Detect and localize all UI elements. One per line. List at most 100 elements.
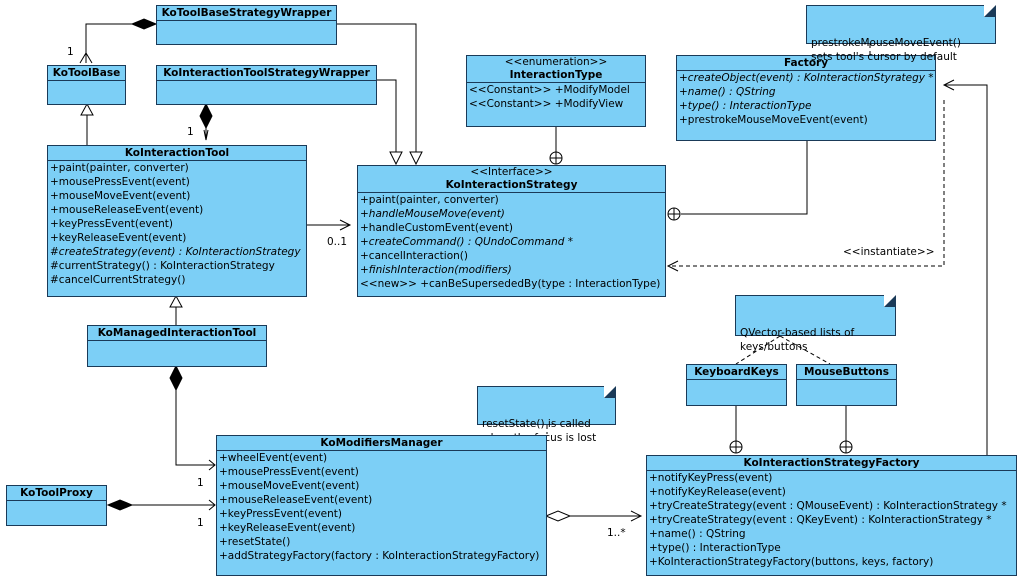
association-line-strategy-factory xyxy=(944,84,988,455)
class-member: +resetState() xyxy=(219,536,291,548)
generalization-triangle-toolbase-wrapper xyxy=(409,151,423,166)
class-member: <<Constant>> +ModifyView xyxy=(469,98,624,110)
class-member: +tryCreateStrategy(event : QKeyEvent) : … xyxy=(649,514,992,526)
class-name: KoInteractionToolStrategyWrapper xyxy=(157,66,376,81)
class-tool-proxy[interactable]: KoToolProxy xyxy=(6,485,107,526)
class-name: KeyboardKeys xyxy=(687,365,786,380)
note-text: prestrokeMouseMoveEvent() sets tool's cu… xyxy=(811,37,961,63)
generalization-line-interaction-wrapper xyxy=(376,79,397,152)
instantiate-arrowhead xyxy=(666,260,679,272)
class-name: KoToolBaseStrategyWrapper xyxy=(157,6,336,21)
class-member: +handleCustomEvent(event) xyxy=(360,222,513,234)
class-member: +name() : QString xyxy=(649,528,746,540)
note-fold-icon xyxy=(604,386,616,398)
class-member: +keyReleaseEvent(event) xyxy=(219,522,356,534)
class-member: +prestrokeMouseMoveEvent(event) xyxy=(679,114,868,126)
class-member: +keyReleaseEvent(event) xyxy=(50,232,187,244)
class-toolbase[interactable]: KoToolBase xyxy=(47,65,126,105)
aggregation-diamond-manager xyxy=(544,510,572,522)
class-interaction-tool-strategy-wrapper[interactable]: KoInteractionToolStrategyWrapper xyxy=(156,65,377,105)
generalization-triangle-managed xyxy=(169,294,183,308)
class-name: Factory xyxy=(677,56,935,71)
class-member: <<new>> +canBeSupersededBy(type : Intera… xyxy=(360,278,661,290)
class-member: +mousePressEvent(event) xyxy=(50,176,190,188)
class-name: KoInteractionStrategyFactory xyxy=(647,456,1016,471)
nesting-line-factory xyxy=(681,140,808,215)
class-stereotype: <<Interface>> xyxy=(470,166,553,178)
class-interaction-strategy[interactable]: <<Interface>> KoInteractionStrategy +pai… xyxy=(357,165,666,297)
class-member: +handleMouseMove(event) xyxy=(360,208,505,220)
class-mouse-buttons[interactable]: MouseButtons xyxy=(796,364,897,406)
arrowhead-managed-manager xyxy=(208,459,216,471)
class-name: KoInteractionStrategy xyxy=(358,178,665,193)
class-member: +mousePressEvent(event) xyxy=(219,466,359,478)
class-interaction-type[interactable]: <<enumeration>> InteractionType <<Consta… xyxy=(466,55,646,127)
generalization-triangle-interaction-tool xyxy=(80,102,94,116)
class-toolbase-strategy-wrapper[interactable]: KoToolBaseStrategyWrapper xyxy=(156,5,337,45)
generalization-line-toolbase-wrapper xyxy=(336,23,417,152)
class-member: +paint(painter, converter) xyxy=(50,162,189,174)
class-member: +createObject(event) : KoInteractionStyr… xyxy=(679,72,934,84)
class-name: KoModifiersManager xyxy=(217,436,546,451)
note-qvector: QVector-based lists of keys/buttons xyxy=(735,295,896,353)
multiplicity-managed: 1 xyxy=(197,477,204,489)
arrowhead-interaction-tool xyxy=(203,129,209,141)
instantiate-line xyxy=(668,100,945,267)
class-member: #currentStrategy() : KoInteractionStrate… xyxy=(50,260,275,272)
class-member: +paint(painter, converter) xyxy=(360,194,499,206)
composition-line-managed xyxy=(175,390,215,466)
class-member: +createCommand() : QUndoCommand * xyxy=(360,236,573,248)
class-member: <<Constant>> +ModifyModel xyxy=(469,84,630,96)
class-member: +mouseReleaseEvent(event) xyxy=(50,204,204,216)
class-stereotype: <<enumeration>> xyxy=(504,56,608,68)
arrowhead-proxy-manager xyxy=(208,499,216,511)
class-member: +KoInteractionStrategyFactory(buttons, k… xyxy=(649,556,934,568)
class-name: KoToolBase xyxy=(48,66,125,81)
note-fold-icon xyxy=(884,295,896,307)
class-member: +type() : InteractionType xyxy=(679,100,812,112)
class-interaction-tool[interactable]: KoInteractionTool +paint(painter, conver… xyxy=(47,145,307,297)
class-member: +mouseMoveEvent(event) xyxy=(50,190,191,202)
class-member: +notifyKeyRelease(event) xyxy=(649,486,786,498)
note-fold-icon xyxy=(984,5,996,17)
composition-diamond-toolbase-wrapper xyxy=(130,18,158,30)
composition-diamond-managed xyxy=(169,364,183,392)
arrowhead-tool-strategy xyxy=(339,219,352,231)
class-member: +wheelEvent(event) xyxy=(219,452,328,464)
class-name: KoManagedInteractionTool xyxy=(88,326,266,341)
class-member: +notifyKeyPress(event) xyxy=(649,472,773,484)
class-interaction-strategy-factory[interactable]: KoInteractionStrategyFactory +notifyKeyP… xyxy=(646,455,1017,576)
multiplicity-strategy: 0..1 xyxy=(327,236,348,248)
multiplicity-proxy: 1 xyxy=(197,517,204,529)
class-modifiers-manager[interactable]: KoModifiersManager +wheelEvent(event) +m… xyxy=(216,435,547,576)
class-member: +cancelInteraction() xyxy=(360,250,468,262)
arrowhead-manager-factory xyxy=(630,510,643,522)
class-member: +mouseReleaseEvent(event) xyxy=(219,494,373,506)
composition-diamond-interaction-wrapper xyxy=(199,102,213,130)
composition-line-toolbase-wrapper xyxy=(85,23,156,63)
multiplicity-interaction-wrapper: 1 xyxy=(187,126,194,138)
class-managed-interaction-tool[interactable]: KoManagedInteractionTool xyxy=(87,325,267,367)
class-member: +keyPressEvent(event) xyxy=(50,218,173,230)
class-member: +tryCreateStrategy(event : QMouseEvent) … xyxy=(649,500,1007,512)
class-name: InteractionType xyxy=(467,68,645,83)
note-text: QVector-based lists of keys/buttons xyxy=(740,327,855,353)
class-name: KoInteractionTool xyxy=(48,146,306,161)
class-member: +addStrategyFactory(factory : KoInteract… xyxy=(219,550,540,562)
class-keyboard-keys[interactable]: KeyboardKeys xyxy=(686,364,787,406)
multiplicity-toolbase: 1 xyxy=(67,46,74,58)
class-member: #cancelCurrentStrategy() xyxy=(50,274,186,286)
generalization-triangle-interaction-wrapper xyxy=(389,151,403,166)
class-member: #createStrategy(event) : KoInteractionSt… xyxy=(50,246,301,258)
note-reset: resetState() is called when the focus is… xyxy=(477,386,616,444)
class-factory[interactable]: Factory +createObject(event) : KoInterac… xyxy=(676,55,936,141)
arrowhead-strategy-factory xyxy=(942,79,955,91)
multiplicity-factory: 1..* xyxy=(607,527,626,539)
class-member: +finishInteraction(modifiers) xyxy=(360,264,512,276)
class-name: KoToolProxy xyxy=(7,486,106,501)
arrowhead-toolbase xyxy=(79,52,93,64)
note-link-qvector xyxy=(735,335,831,365)
class-name: MouseButtons xyxy=(797,365,896,380)
composition-diamond-proxy xyxy=(106,499,134,511)
